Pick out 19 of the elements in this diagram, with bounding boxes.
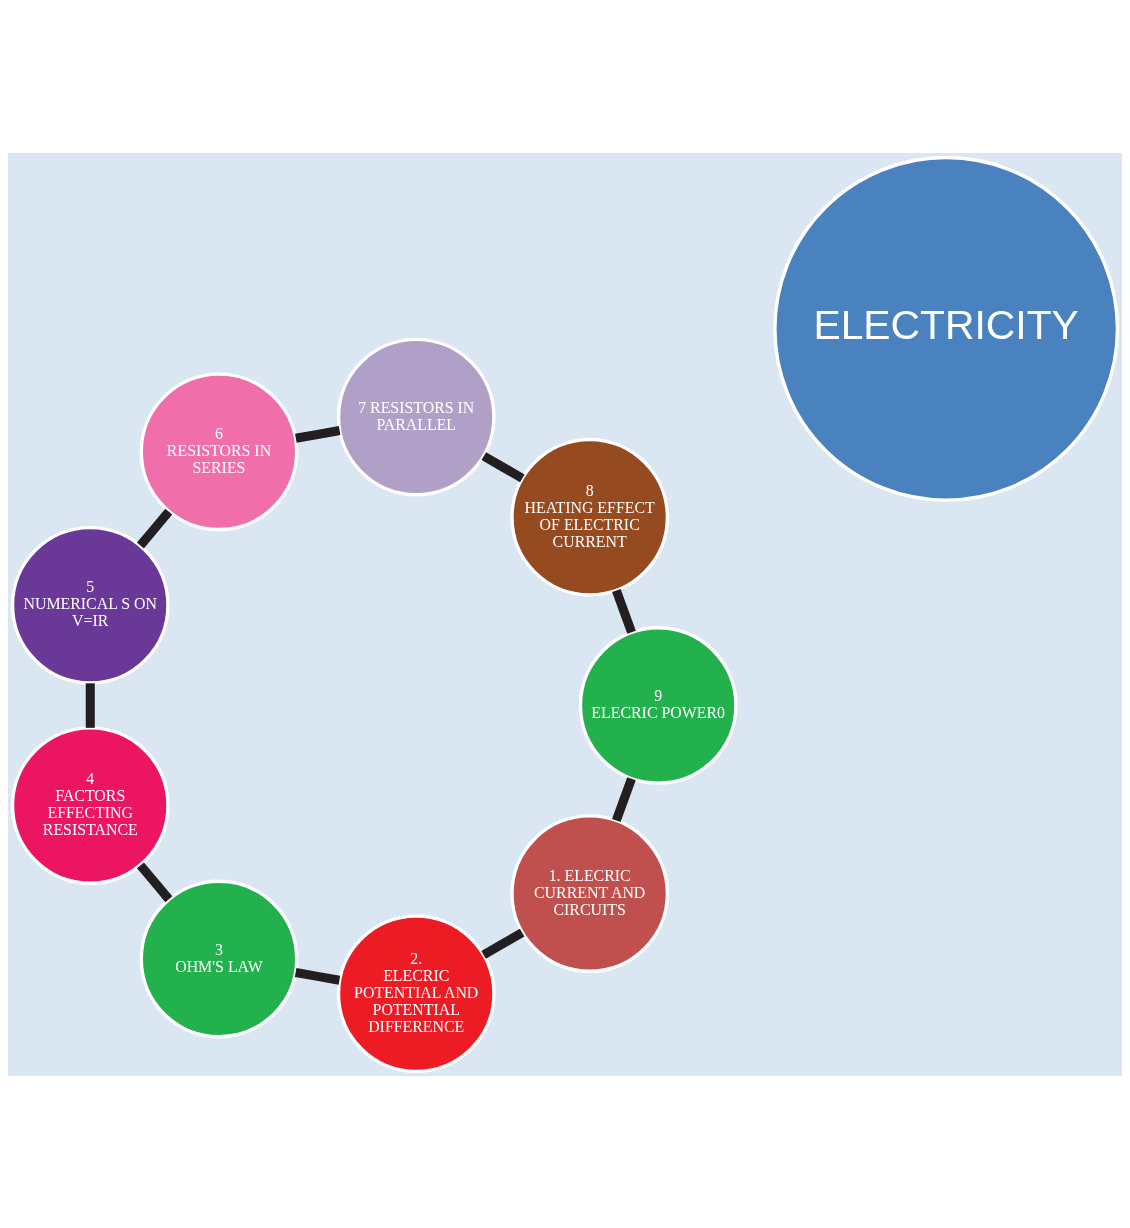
node-circle: 8 HEATING EFFECT OF ELECTRIC CURRENT — [510, 437, 670, 597]
node-circle: 3 OHM'S LAW — [139, 879, 299, 1038]
connector — [85, 682, 95, 728]
node-circle: 4 FACTORS EFFECTING RESISTANCE — [10, 725, 170, 885]
node-circle: 2. ELECRIC POTENTIAL AND POTENTIAL DIFFERENCE — [336, 913, 496, 1073]
connector — [295, 425, 341, 443]
connector — [481, 451, 525, 482]
node-circle: 9 ELECRIC POWER0 — [578, 625, 738, 785]
node-circle: 1. ELECRIC CURRENT AND CIRCUITS — [510, 813, 670, 973]
connector — [612, 588, 636, 634]
node-circle: 6 RESISTORS IN SERIES — [139, 371, 299, 531]
connector — [481, 928, 525, 959]
node-circle: 7 RESISTORS IN PARALLEL — [336, 337, 496, 496]
connector — [136, 508, 173, 548]
node-circle: ELECTRICITY — [773, 155, 1120, 502]
connector — [612, 776, 636, 822]
node-circle: 5 NUMERICAL S ON V=IR — [10, 525, 170, 685]
connector — [294, 967, 341, 985]
connector — [137, 862, 173, 902]
